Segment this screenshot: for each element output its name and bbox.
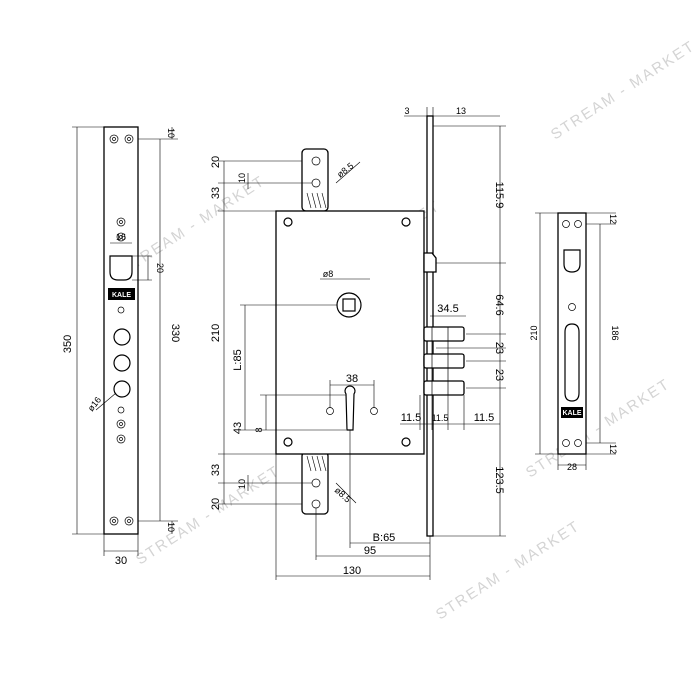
cylinder-cutout <box>344 385 356 431</box>
dim-label: 350 <box>62 335 74 353</box>
watermark-text: STREAM - MARKET <box>133 462 283 568</box>
dim-label: 10 <box>166 522 176 532</box>
dim-label: 28 <box>567 462 577 472</box>
svg-text:KALE: KALE <box>112 292 131 299</box>
dim-label: 330 <box>169 324 181 342</box>
dim-label: 20 <box>210 156 222 168</box>
right-strike-plate-view: KALE 210 186 12 12 28 <box>529 212 620 472</box>
dim-label: 33 <box>210 464 222 476</box>
latch-bolt <box>423 252 437 273</box>
dim-label: 11.5 <box>474 412 495 424</box>
dim-label: 12 <box>608 444 618 454</box>
deadbolts <box>423 326 465 396</box>
latch-window <box>109 255 133 281</box>
dim-label: 8 <box>254 427 264 432</box>
dim-label: 10 <box>237 173 247 183</box>
svg-text:KALE: KALE <box>562 410 581 417</box>
dim-label: ø8 <box>323 269 334 279</box>
dim-label: 64.6 <box>493 294 505 315</box>
dim-label: 130 <box>343 565 361 577</box>
dim-label: B:65 <box>373 532 396 544</box>
dim-label: ø16 <box>86 395 103 413</box>
dim-label: L:85 <box>232 349 244 370</box>
main-body-dimensions <box>218 107 506 580</box>
strike-bolt-slot <box>564 323 580 402</box>
dim-label: 23 <box>493 342 505 354</box>
dim-label: 10 <box>166 128 176 138</box>
dim-label: 33 <box>210 187 222 199</box>
dim-label: 20 <box>210 498 222 510</box>
dim-label: 10 <box>237 479 247 489</box>
bolt-hole <box>113 328 131 346</box>
bolt-hole <box>113 380 131 398</box>
dim-label: 34.5 <box>437 303 458 315</box>
dim-label: 11.5 <box>401 412 422 424</box>
watermark-text: STREAM - MARKET <box>548 37 698 143</box>
main-lock-body-view: 3 13 115.9 64.6 34.5 23 23 11.5 11.5 11.… <box>210 106 506 580</box>
strike-plate-dimensions <box>535 212 616 470</box>
dim-label: 38 <box>346 373 358 385</box>
bolt-hole <box>113 354 131 372</box>
kale-logo: KALE <box>108 288 135 300</box>
body-faceplate <box>426 115 434 537</box>
screw-holes-bottom <box>109 516 134 526</box>
dim-label: 186 <box>610 325 620 340</box>
dim-label: 16 <box>116 232 126 242</box>
watermark-text: STREAM - MARKET <box>523 375 673 481</box>
kale-logo: KALE <box>561 407 583 418</box>
dim-label: 210 <box>210 324 222 342</box>
watermark-text: STREAM - MARKET <box>433 517 583 623</box>
spindle-square <box>342 298 356 312</box>
dim-label: 123.5 <box>493 466 505 494</box>
dim-label: 11.5 <box>432 413 449 423</box>
dim-label: 23 <box>493 369 505 381</box>
dim-label: 43 <box>232 422 244 434</box>
dim-label: ø8.5 <box>335 161 355 180</box>
screw-holes-top <box>109 134 134 144</box>
dim-label: 30 <box>115 555 127 567</box>
dim-label: 12 <box>608 214 618 224</box>
strike-latch-window <box>563 249 581 273</box>
lock-case <box>275 210 425 455</box>
left-faceplate-view: KALE 350 330 10 10 <box>62 126 181 567</box>
left-faceplate-dimensions <box>72 126 178 556</box>
watermark-text: STREAM - MARKET <box>118 172 268 278</box>
faceplate-outline <box>103 126 139 535</box>
dim-label: 20 <box>155 263 165 273</box>
dim-label: 13 <box>456 106 466 116</box>
dim-label: 95 <box>364 545 376 557</box>
dim-label: 3 <box>404 106 409 116</box>
dim-label: 115.9 <box>493 182 505 209</box>
dim-label: 210 <box>529 325 539 340</box>
